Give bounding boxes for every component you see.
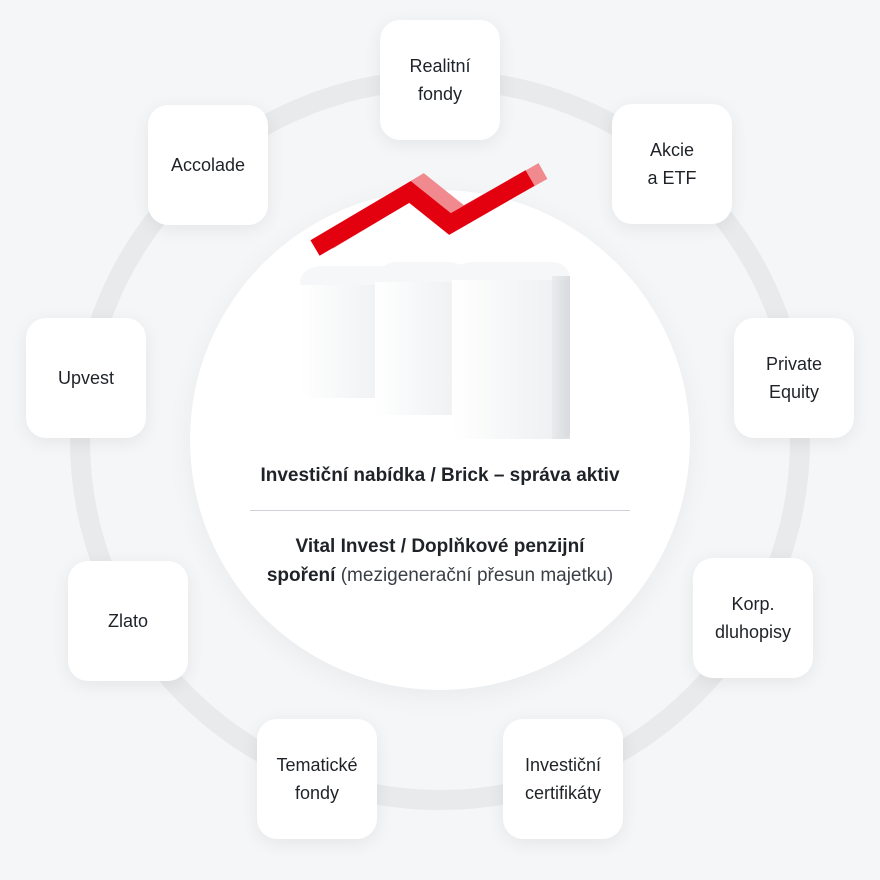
center-divider	[250, 510, 630, 511]
card-private-equity[interactable]: Private Equity	[734, 318, 854, 438]
center-heading: Investiční nabídka / Brick – správa akti…	[260, 465, 620, 486]
card-accolade[interactable]: Accolade	[148, 105, 268, 225]
card-akcie-etf[interactable]: Akcie a ETF	[612, 104, 732, 224]
trend-arrow-icon	[310, 163, 548, 256]
card-tematicke-fondy[interactable]: Tematické fondy	[257, 719, 377, 839]
block-right	[452, 262, 570, 439]
center-subtitle: Vital Invest / Doplňkové penzijní spořen…	[265, 532, 615, 590]
card-zlato[interactable]: Zlato	[68, 561, 188, 681]
building-blocks-icon	[300, 163, 570, 439]
center-subtitle-bold: Vital Invest / Doplňkové penzijní spořen…	[266, 536, 585, 586]
center-subtitle-light: (mezigenerační přesun majetku)	[335, 565, 614, 586]
card-upvest[interactable]: Upvest	[26, 318, 146, 438]
card-realitni-fondy[interactable]: Realitní fondy	[380, 20, 500, 140]
card-korp-dluhopisy[interactable]: Korp. dluhopisy	[693, 558, 813, 678]
card-investicni-certifikaty[interactable]: Investiční certifikáty	[503, 719, 623, 839]
